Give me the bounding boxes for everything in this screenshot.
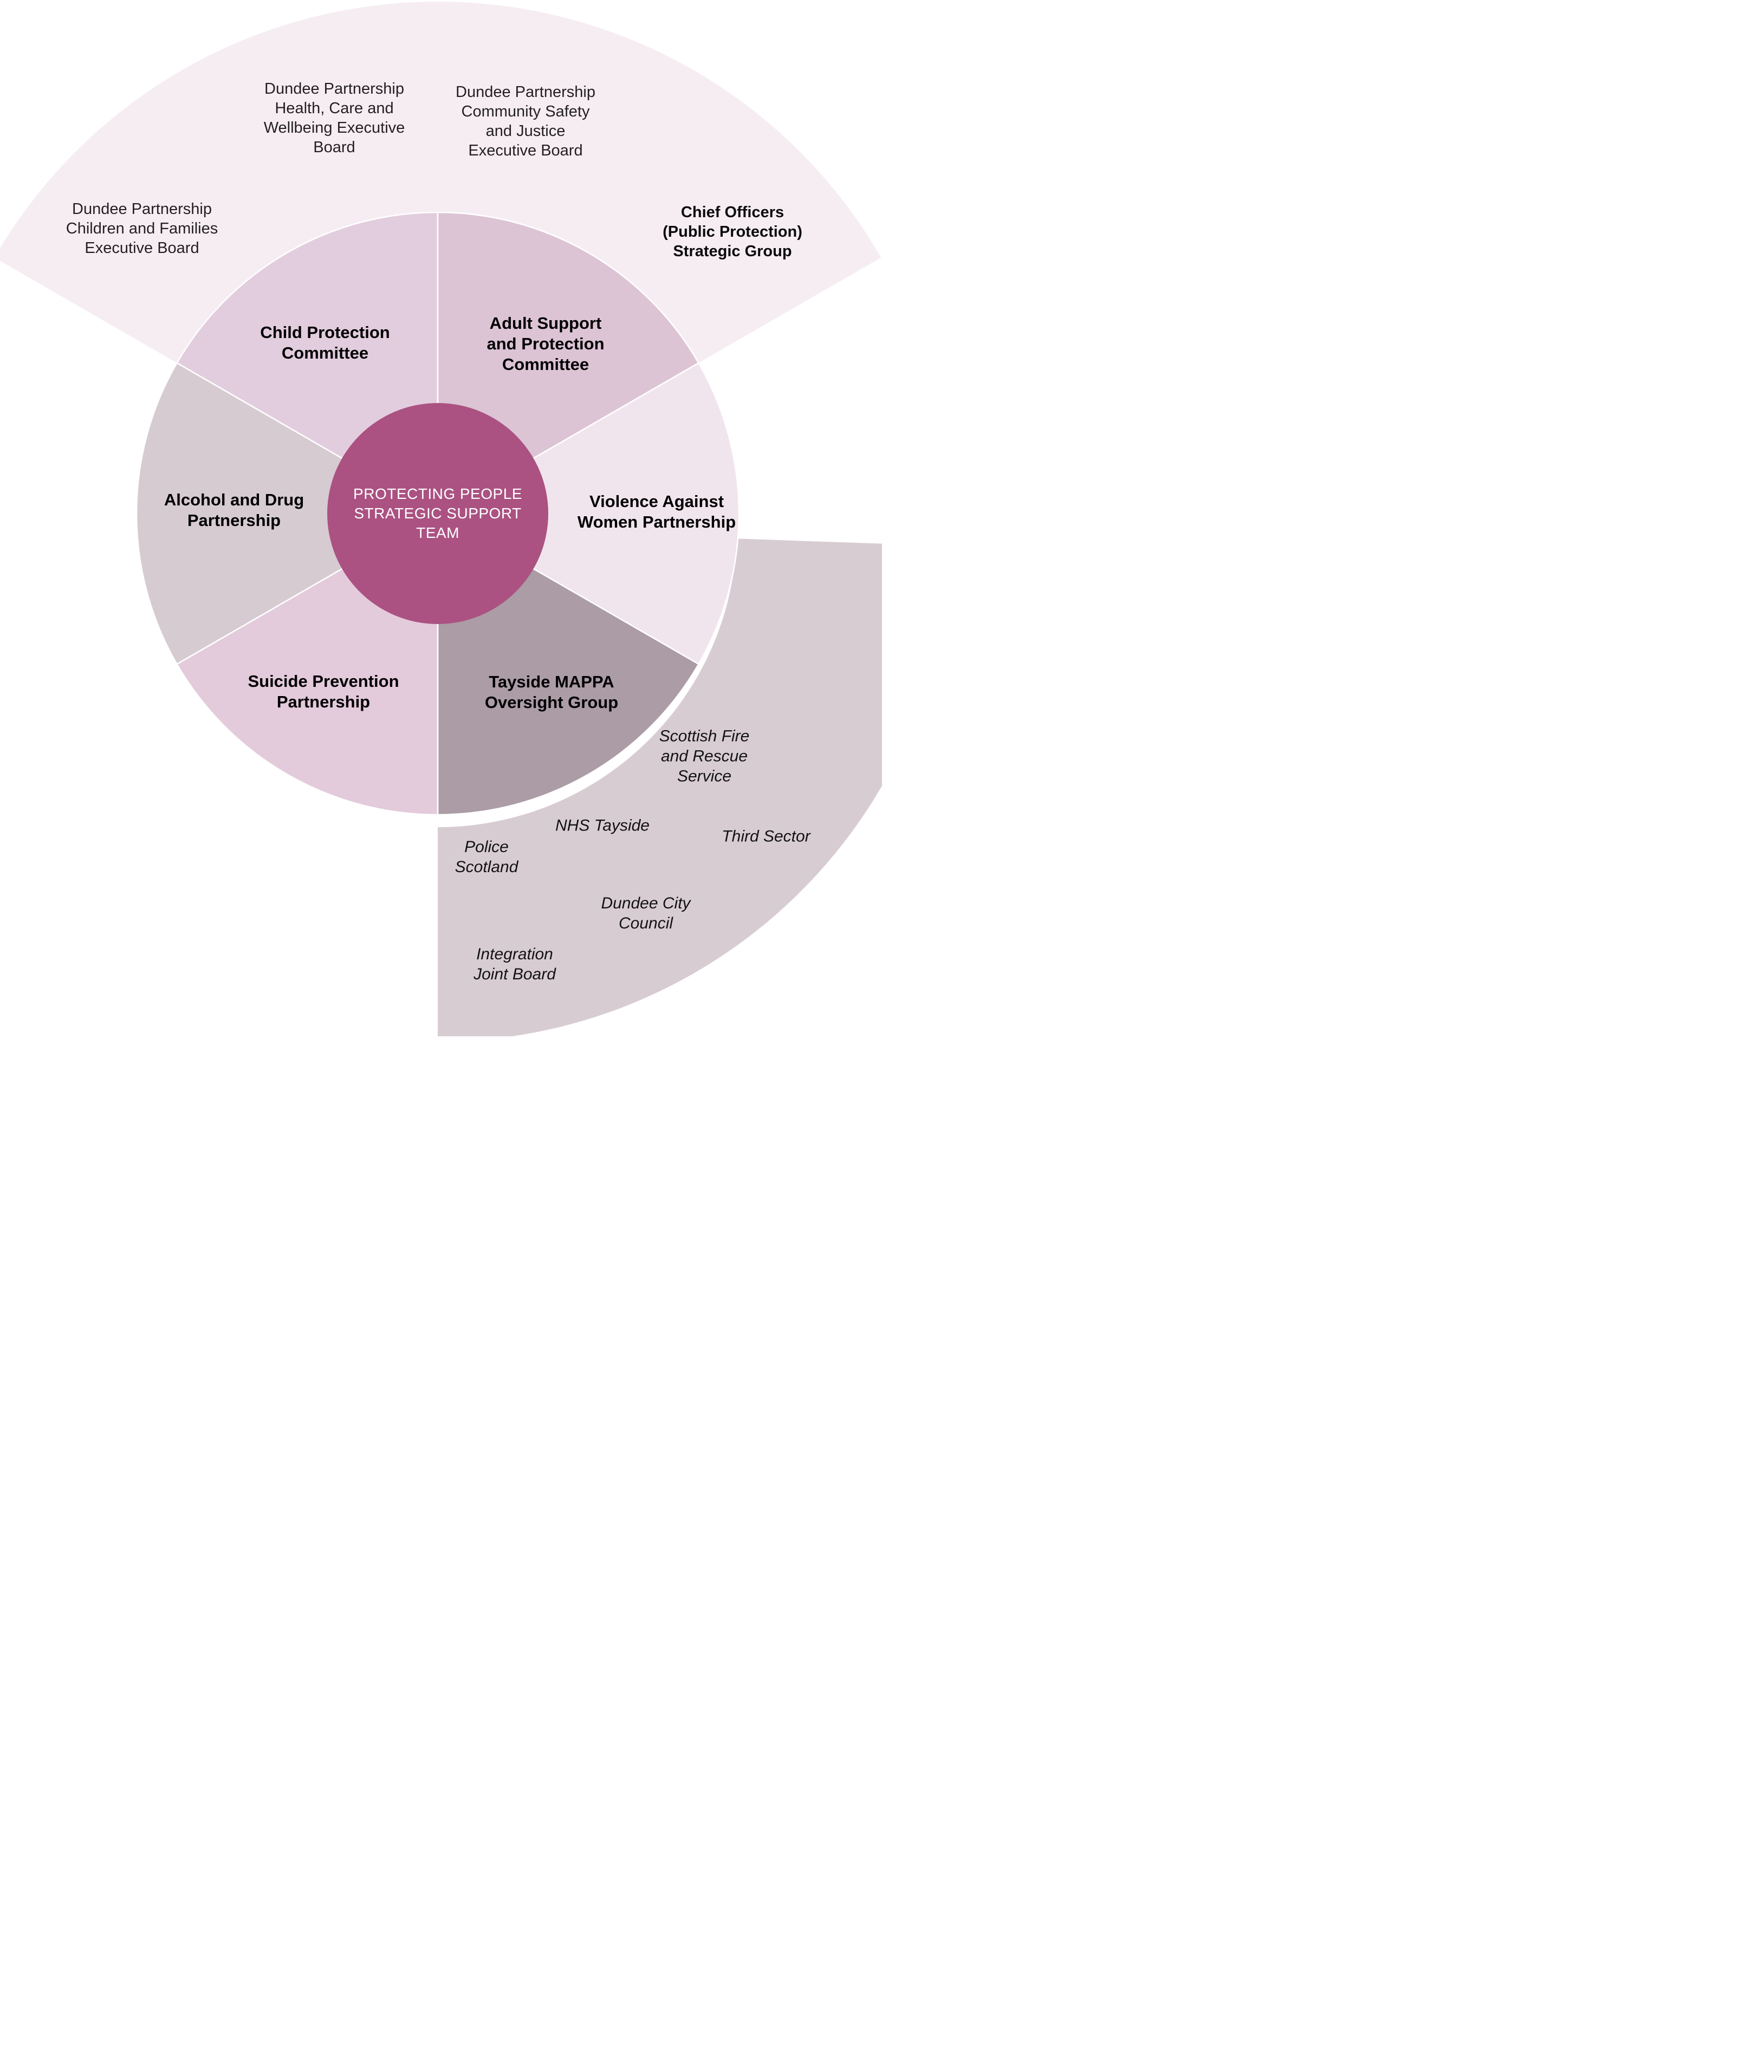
label-third-sector: Third Sector (722, 827, 810, 846)
label-protecting-people-strategic-support-team: PROTECTING PEOPLE STRATEGIC SUPPORT TEAM (353, 485, 522, 541)
label-violence-against-women-partnership: Violence Against Women Partnership (577, 492, 736, 531)
label-scottish-fire-rescue-service: Scottish Fire and Rescue Service (659, 727, 750, 785)
outer-bottom-arc-shape (438, 538, 882, 1036)
governance-wheel-diagram: Dundee Partnership Children and Families… (0, 0, 882, 1036)
label-child-protection-committee: Child Protection Committee (260, 323, 390, 362)
label-community-safety-justice-executive-board: Dundee Partnership Community Safety and … (456, 83, 595, 159)
label-alcohol-drug-partnership: Alcohol and Drug Partnership (164, 490, 304, 530)
label-health-care-wellbeing-executive-board: Dundee Partnership Health, Care and Well… (263, 80, 405, 156)
outer-top-arc-shape (0, 1, 881, 364)
label-police-scotland: Police Scotland (455, 838, 518, 876)
center-circle (327, 403, 548, 624)
label-chief-officers-strategic-group: Chief Officers (Public Protection) Strat… (663, 204, 802, 260)
label-children-families-executive-board: Dundee Partnership Children and Families… (66, 200, 218, 257)
diagram-shapes (0, 1, 882, 1036)
label-dundee-city-council: Dundee City Council (601, 894, 691, 932)
segment-violence-against-women (437, 362, 740, 665)
label-tayside-mappa-oversight-group: Tayside MAPPA Oversight Group (484, 672, 619, 712)
segment-alcohol-drug (135, 362, 439, 665)
label-nhs-tayside: NHS Tayside (555, 816, 650, 835)
label-suicide-prevention-partnership: Suicide Prevention Partnership (248, 672, 399, 711)
label-integration-joint-board: Integration Joint Board (474, 945, 556, 983)
label-adult-support-protection-committee: Adult Support and Protection Committee (487, 314, 605, 374)
